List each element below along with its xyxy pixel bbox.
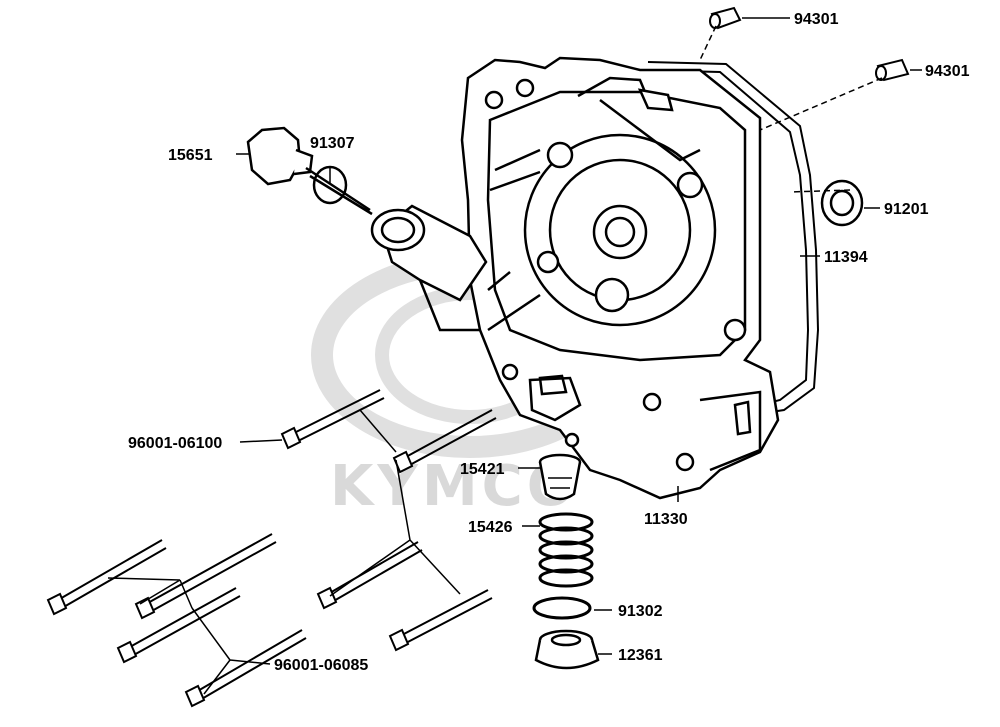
label-15426: 15426 [468,519,513,536]
part-labels: 94301 94301 15651 91307 91201 11394 9600… [128,11,970,674]
leader-lines [107,17,922,695]
label-94301-top: 94301 [794,11,839,28]
label-96001-06100: 96001-06100 [128,435,222,452]
dowel-pin-94301-right [875,58,910,82]
label-11394: 11394 [824,249,868,266]
label-11330: 11330 [644,511,688,528]
label-12361: 12361 [618,647,663,664]
oil-filler-neck [370,204,488,332]
label-91307: 91307 [310,135,355,152]
label-91302: 91302 [618,603,663,620]
right-crankcase-cover-11330 [460,56,780,500]
bolt-96001-06085-e [388,589,493,652]
drain-plug-12361 [534,629,600,670]
oil-seal-91201 [820,179,864,227]
bolt-96001-06100-a [280,389,385,450]
label-96001-06085: 96001-06085 [274,657,368,674]
o-ring-91307 [312,165,348,205]
bolt-96001-06085-c [316,541,423,610]
bolt-96001-06100-b [392,409,497,474]
dipstick-cap-15651 [246,126,373,216]
spring-15426 [538,512,594,588]
label-91201: 91201 [884,201,929,218]
dowel-pin-94301-top [709,6,742,30]
o-ring-91302 [532,596,592,620]
label-94301-right: 94301 [925,63,970,80]
label-15421: 15421 [460,461,505,478]
bolt-96001-06085-d [116,587,241,664]
bolt-96001-06085-f [184,629,307,708]
strainer-15421 [538,453,582,501]
label-15651: 15651 [168,147,213,164]
watermark-text: KYMCO [330,454,578,519]
